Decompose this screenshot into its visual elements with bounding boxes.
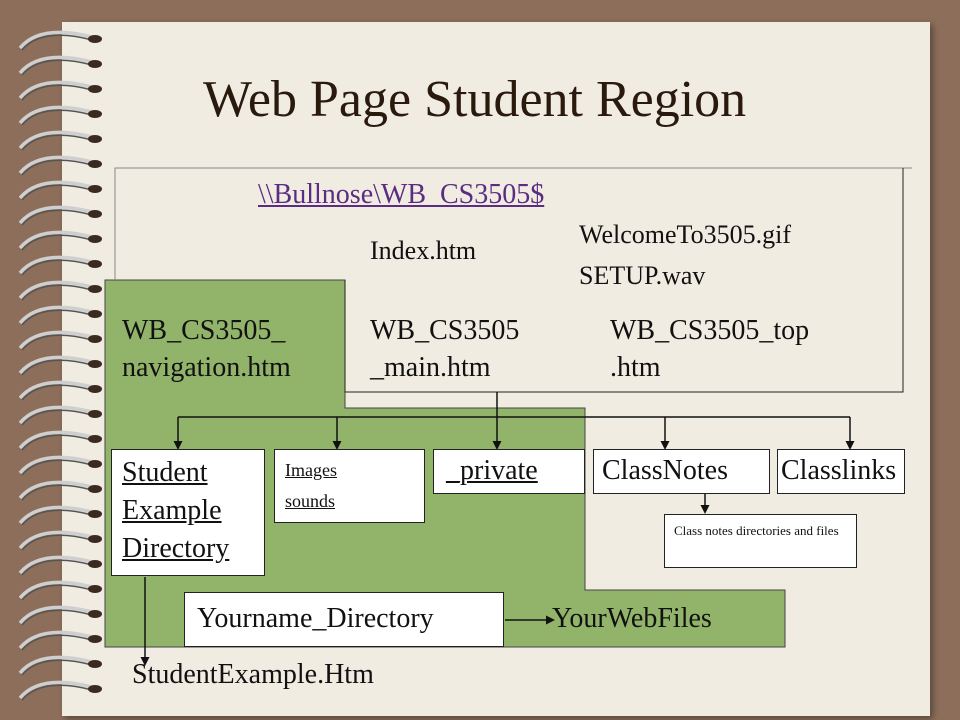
private-folder-label: _private — [446, 455, 538, 486]
nav-file-line2: navigation.htm — [122, 352, 291, 383]
binding-ring — [18, 205, 102, 226]
student-folder-line1: Student — [122, 457, 208, 488]
classlinks-folder-label: Classlinks — [781, 455, 897, 486]
binding-ring — [18, 680, 102, 701]
binding-ring — [18, 605, 102, 626]
your-web-files-label: YourWebFiles — [552, 603, 712, 634]
binding-ring — [18, 155, 102, 176]
student-example-file: StudentExample.Htm — [132, 659, 374, 690]
wav-file: SETUP.wav — [579, 261, 706, 290]
yourname-directory-label: Yourname_Directory — [197, 603, 434, 634]
binding-ring — [18, 530, 102, 551]
binding-ring — [18, 630, 102, 651]
binding-ring — [18, 305, 102, 326]
main-file-line1: WB_CS3505 — [370, 315, 520, 346]
top-file-line2: .htm — [610, 352, 661, 383]
binding-ring — [18, 55, 102, 76]
classlinks-folder[interactable]: Classlinks — [777, 449, 905, 494]
images-folder-line1: Images — [285, 460, 337, 480]
nav-file-line1: WB_CS3505_ — [122, 315, 286, 346]
binding-ring — [18, 255, 102, 276]
binding-ring — [18, 330, 102, 351]
binding-ring — [18, 355, 102, 376]
gif-file: WelcomeTo3505.gif — [579, 220, 791, 249]
binding-ring — [18, 80, 102, 101]
binding-ring — [18, 430, 102, 451]
images-sounds-folder[interactable]: Images sounds — [274, 449, 425, 523]
binding-ring — [18, 380, 102, 401]
binding-ring — [18, 505, 102, 526]
binding-ring — [18, 30, 102, 51]
spiral-binding — [18, 30, 102, 701]
binding-ring — [18, 130, 102, 151]
student-folder-line2: Example — [122, 495, 222, 526]
classnotes-sub-label: Class notes directories and files — [674, 523, 839, 538]
binding-ring — [18, 580, 102, 601]
binding-ring — [18, 455, 102, 476]
binding-ring — [18, 480, 102, 501]
binding-ring — [18, 280, 102, 301]
binding-ring — [18, 405, 102, 426]
binding-ring — [18, 555, 102, 576]
classnotes-folder[interactable]: ClassNotes — [593, 449, 770, 494]
yourname-directory-box[interactable]: Yourname_Directory — [184, 592, 504, 647]
binding-ring — [18, 230, 102, 251]
binding-ring — [18, 105, 102, 126]
images-folder-line2: sounds — [285, 491, 336, 511]
top-file-line1: WB_CS3505_top — [610, 315, 810, 346]
server-path-link[interactable]: \\Bullnose\WB_CS3505$ — [258, 179, 545, 210]
web-root-box-border — [344, 168, 904, 393]
private-folder[interactable]: _private — [433, 449, 585, 494]
binding-ring — [18, 180, 102, 201]
web-root-box — [114, 167, 912, 280]
index-file: Index.htm — [370, 236, 477, 265]
student-folder-line3: Directory — [122, 533, 230, 564]
student-example-folder[interactable]: Student Example Directory — [111, 449, 265, 576]
binding-ring — [18, 655, 102, 676]
classnotes-sub-box: Class notes directories and files — [664, 514, 857, 568]
page-title: Web Page Student Region — [203, 71, 747, 128]
classnotes-folder-label: ClassNotes — [602, 455, 728, 486]
main-file-line2: _main.htm — [370, 352, 491, 383]
